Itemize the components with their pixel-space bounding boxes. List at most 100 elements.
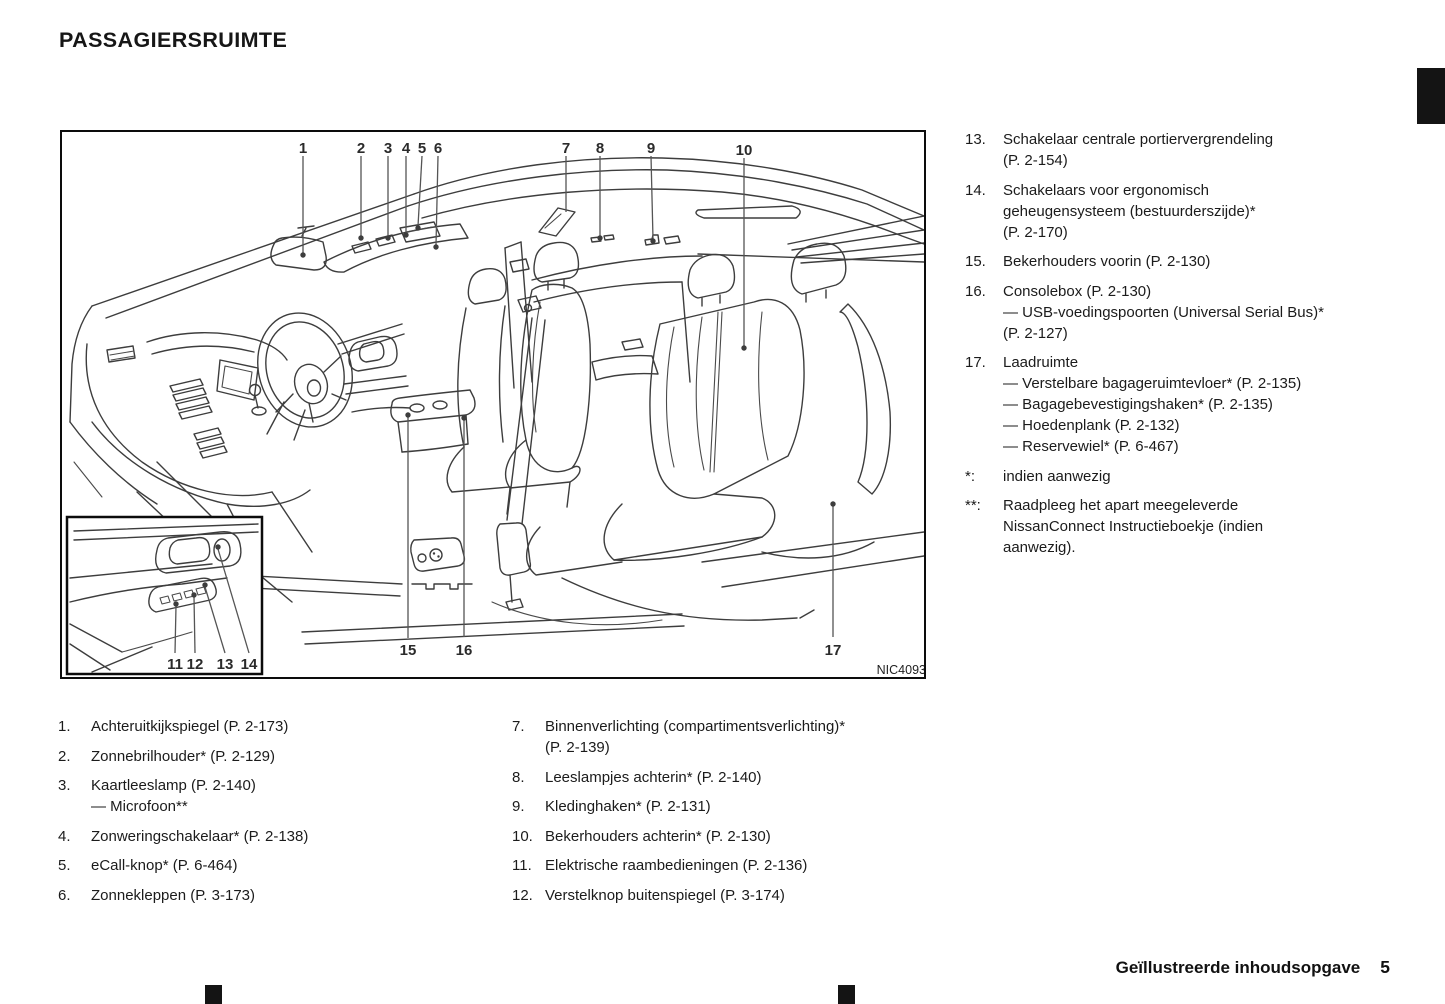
- legend-item-line: Bekerhouders achterin* (P. 2-130): [545, 827, 771, 845]
- legend-item-number: 10.: [512, 827, 533, 845]
- legend-item: 6. Zonnekleppen (P. 3-173): [58, 885, 488, 906]
- footer-page-number: 5: [1380, 957, 1390, 977]
- callout-label: 7: [562, 140, 570, 157]
- page-footer: Geïllustreerde inhoudsopgave 5: [1116, 957, 1390, 978]
- coat-hook-drawing: [644, 234, 681, 246]
- legend-item-line: (P. 2-139): [545, 739, 610, 756]
- legend-item-line: Kaartleeslamp (P. 2-140): [91, 777, 256, 794]
- legend-item-line: Schakelaar centrale portiervergrendeling: [1003, 131, 1274, 148]
- legend-item-line: Zonnebrilhouder* (P. 2-129): [91, 747, 276, 765]
- legend-item: 17.Laadruimte— Verstelbare bagageruimtev…: [965, 352, 1403, 457]
- legend-item-number: 15.: [965, 253, 986, 270]
- driver-seat-drawing: [446, 268, 511, 493]
- legend-item-line: aanwezig).: [1003, 539, 1076, 556]
- callout-label: 10: [736, 142, 753, 159]
- legend-item-number: 1.: [58, 718, 71, 735]
- legend-item-line: — Microfoon**: [91, 798, 188, 815]
- legend-item-number: 7.: [512, 718, 525, 735]
- legend-item-text: Zonweringschakelaar* (P. 2-138): [91, 826, 488, 847]
- legend-item-line: Verstelknop buitenspiegel (P. 3-174): [545, 886, 785, 904]
- legend-item-number: 4.: [58, 827, 71, 845]
- roof-lines: [69, 157, 924, 423]
- item-list-middle: 7. Binnenverlichting (compartimentsverlic…: [512, 716, 957, 914]
- rear-reading-lamps-drawing: [590, 234, 615, 243]
- legend-item-text: Consolebox (P. 2-130)— USB-voedingspoort…: [1003, 281, 1403, 344]
- legend-item-line: Achteruitkijkspiegel (P. 2-173): [91, 718, 289, 735]
- print-registration-mark: [205, 985, 222, 1004]
- front-door-panel-drawing: [337, 323, 411, 413]
- b-pillar-seatbelt-drawing: [496, 241, 546, 611]
- legend-item-number: 5.: [58, 857, 71, 874]
- legend-item-text: Achteruitkijkspiegel (P. 2-173): [91, 716, 488, 737]
- callout-label: 4: [402, 140, 411, 157]
- legend-item-line: Kledinghaken* (P. 2-131): [545, 798, 711, 815]
- callout-label: 13: [217, 656, 234, 673]
- legend-item-line: Zonnekleppen (P. 3-173): [91, 886, 256, 904]
- legend-item: 13.Schakelaar centrale portiervergrendel…: [965, 129, 1403, 171]
- legend-item-text: indien aanwezig: [1003, 466, 1403, 487]
- legend-item-number: 11.: [512, 857, 532, 874]
- door-panel-inset-drawing: [69, 523, 259, 673]
- legend-item-line: — USB-voedingspoorten (Universal Serial …: [1003, 303, 1324, 321]
- legend-item-line: (P. 2-154): [1003, 152, 1068, 169]
- cargo-area-drawing: [701, 303, 924, 588]
- legend-item-line: Elektrische raambedieningen (P. 2-136): [545, 857, 808, 874]
- figure-code: NIC4093: [877, 663, 924, 677]
- legend-item-number: 17.: [965, 354, 986, 371]
- callout-leader-lines: [173, 155, 836, 654]
- seat-switch-panel-drawing: [410, 537, 466, 572]
- legend-item-line: Raadpleeg het apart meegeleverde: [1003, 497, 1239, 514]
- legend-item: 4. Zonweringschakelaar* (P. 2-138): [58, 826, 488, 847]
- legend-item-line: (P. 2-170): [1003, 223, 1068, 241]
- legend-item-text: Verstelknop buitenspiegel (P. 3-174): [545, 885, 957, 906]
- legend-item-line: NissanConnect Instructieboekje (indien: [1003, 518, 1264, 535]
- legend-item-text: Kledinghaken* (P. 2-131): [545, 796, 957, 817]
- legend-item-text: Kaartleeslamp (P. 2-140) — Microfoon**: [91, 775, 488, 817]
- legend-item-text: Elektrische raambedieningen (P. 2-136): [545, 855, 957, 876]
- callout-label: 16: [456, 642, 473, 659]
- callout-labels: 1 2 3 4 5 6 7 8 9 10 11 12 13 14 15 16 1…: [167, 140, 841, 673]
- legend-item-number: 12.: [512, 886, 533, 904]
- rear-door-drawing: [531, 255, 703, 383]
- legend-item-text: Bekerhouders voorin (P. 2-130): [1003, 251, 1403, 272]
- callout-label: 2: [357, 140, 365, 157]
- legend-item: 12. Verstelknop buitenspiegel (P. 3-174): [512, 885, 957, 906]
- legend-item-line: — Verstelbare bagageruimtevloer* (P. 2-1…: [1003, 375, 1302, 392]
- dashboard-drawing: [69, 332, 313, 563]
- front-passenger-seat-drawing: [505, 241, 592, 515]
- callout-label: 6: [434, 140, 442, 157]
- legend-item: 11. Elektrische raambedieningen (P. 2-136…: [512, 855, 957, 876]
- legend-item-line: — Reservewiel* (P. 6-467): [1003, 438, 1179, 455]
- legend-item-line: indien aanwezig: [1003, 467, 1111, 485]
- legend-item-line: — Bagagebevestigingshaken* (P. 2-135): [1003, 396, 1273, 413]
- legend-item: 8.Leeslampjes achterin* (P. 2-140): [512, 767, 957, 788]
- legend-item-text: Schakelaar centrale portiervergrendeling…: [1003, 129, 1403, 171]
- callout-label: 5: [418, 140, 426, 157]
- legend-item-line: Zonweringschakelaar* (P. 2-138): [91, 827, 309, 845]
- callout-label: 8: [596, 140, 604, 157]
- legend-item-number: 6.: [58, 886, 71, 904]
- legend-item-number: 14.: [965, 181, 986, 199]
- legend-item: 1. Achteruitkijkspiegel (P. 2-173): [58, 716, 488, 737]
- legend-item: 9. Kledinghaken* (P. 2-131): [512, 796, 957, 817]
- callout-label: 17: [825, 642, 842, 659]
- legend-item: 10. Bekerhouders achterin* (P. 2-130): [512, 826, 957, 847]
- legend-item-number: 16.: [965, 282, 986, 300]
- roof-lamp-drawing: [538, 207, 576, 237]
- legend-item-text: Zonnekleppen (P. 3-173): [91, 885, 488, 906]
- callout-label: 11: [167, 656, 183, 673]
- print-registration-mark: [838, 985, 855, 1004]
- legend-item-number: 8.: [512, 768, 525, 786]
- item-list-left: 1.Achteruitkijkspiegel (P. 2-173)2.Zonne…: [58, 716, 488, 914]
- car-interior-diagram: 1 2 3 4 5 6 7 8 9 10 11 12 13 14 15 16 1…: [65, 140, 924, 677]
- legend-item-line: Binnenverlichting (compartimentsverlicht…: [545, 718, 846, 735]
- legend-item-line: geheugensysteem (bestuurderszijde)*: [1003, 202, 1256, 220]
- callout-label: 14: [241, 656, 258, 673]
- chapter-tab-marker: [1417, 68, 1445, 124]
- legend-item-line: — Hoedenplank (P. 2-132): [1003, 417, 1180, 434]
- callout-label: 15: [400, 642, 417, 659]
- legend-item-number: 9.: [512, 798, 525, 815]
- rear-seat-drawing: [526, 242, 847, 576]
